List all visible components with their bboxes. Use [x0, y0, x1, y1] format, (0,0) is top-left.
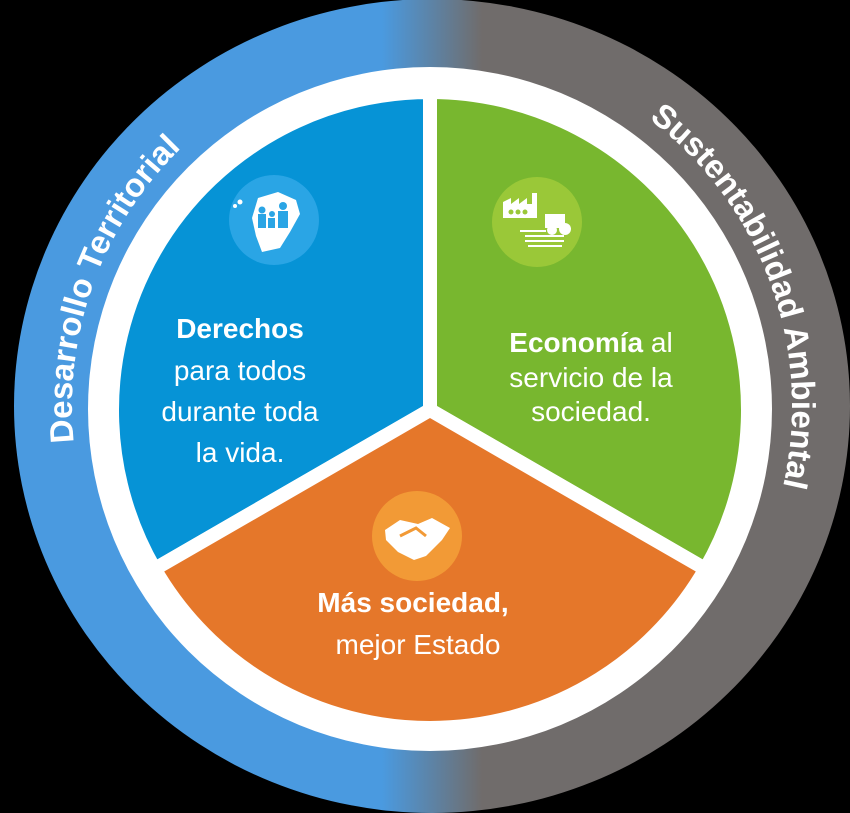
ecuador-map-family-icon	[229, 175, 319, 265]
svg-text:durante toda: durante toda	[161, 396, 319, 427]
svg-text:servicio de la: servicio de la	[509, 362, 673, 393]
svg-text:Derechos: Derechos	[176, 313, 304, 344]
sector-label-economia: Economía al servicio de la sociedad.	[509, 327, 673, 427]
svg-text:la vida.: la vida.	[196, 437, 285, 468]
svg-text:mejor Estado: mejor Estado	[336, 629, 501, 660]
svg-text:para todos: para todos	[174, 355, 306, 386]
sector-label-sociedad: Más sociedad, mejor Estado	[317, 587, 508, 660]
factory-tractor-icon	[492, 177, 582, 267]
svg-text:Más sociedad,: Más sociedad,	[317, 587, 508, 618]
svg-text:Economía al: Economía al	[509, 327, 672, 358]
handshake-icon	[372, 491, 462, 581]
sector-label-derechos: Derechos para todos durante toda la vida…	[161, 313, 319, 468]
svg-text:sociedad.: sociedad.	[531, 396, 651, 427]
